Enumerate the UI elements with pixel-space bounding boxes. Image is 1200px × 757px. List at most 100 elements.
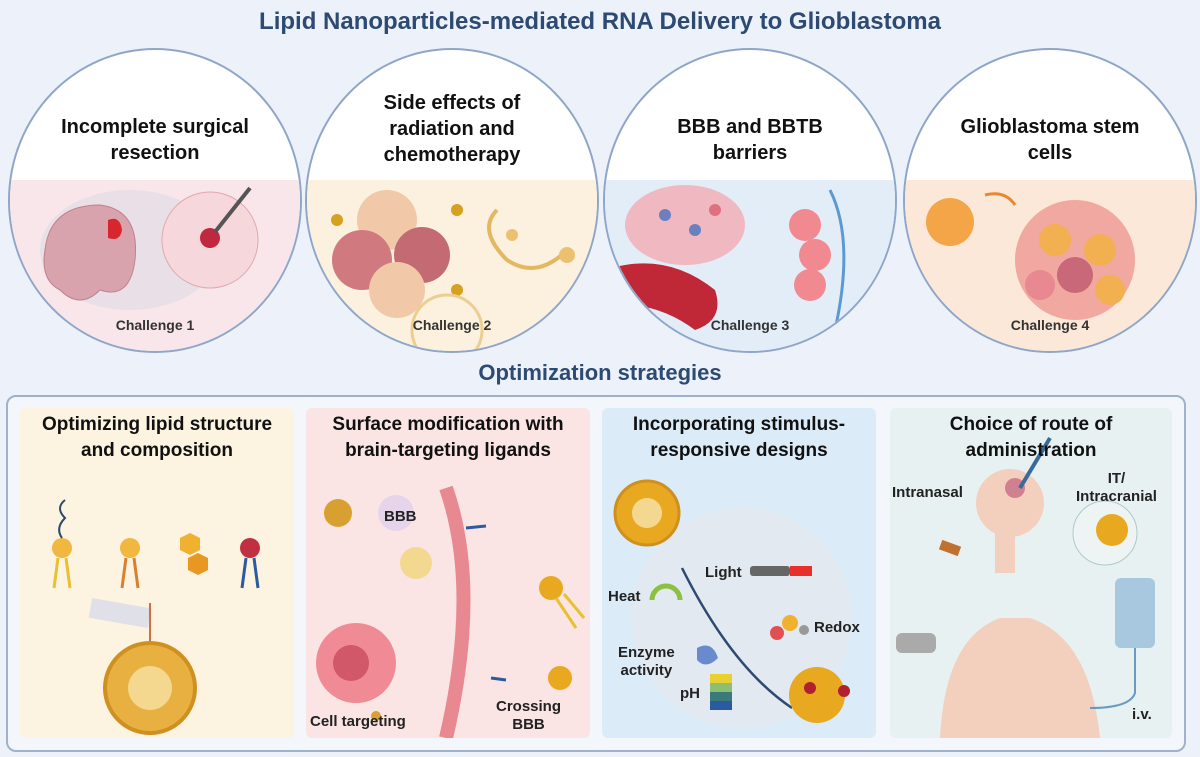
redox-label: Redox bbox=[814, 619, 860, 636]
challenge-1-label: Challenge 1 bbox=[115, 317, 195, 333]
ph-label: pH bbox=[680, 685, 700, 702]
label-line: IT/ bbox=[1107, 470, 1126, 487]
title-line: radiation and bbox=[389, 118, 515, 140]
cell-icon bbox=[799, 239, 831, 271]
cell-icon bbox=[789, 209, 821, 241]
enzyme-activity-label: Enzyme activity bbox=[618, 644, 675, 680]
receptor-icon bbox=[465, 524, 507, 682]
label-line: Intracranial bbox=[1076, 488, 1157, 505]
vesicle-icon bbox=[487, 208, 569, 270]
background-lnp-icon bbox=[632, 508, 852, 728]
cell-icon bbox=[369, 262, 425, 318]
lnp-icon bbox=[324, 499, 352, 527]
peg-chain-icon bbox=[58, 499, 67, 539]
radiation-icon bbox=[331, 214, 343, 226]
microfluidic-chip-icon bbox=[88, 597, 152, 629]
cell-targeting-label: Cell targeting bbox=[310, 713, 406, 730]
stimulus-illustration bbox=[613, 479, 852, 728]
ph-strip-icon bbox=[710, 692, 732, 701]
label-line: Enzyme bbox=[618, 644, 675, 661]
lipid-tail-icon bbox=[120, 557, 140, 589]
label-line: BBB bbox=[512, 716, 545, 733]
strategy-lipid-title: Optimizing lipid structure and compositi… bbox=[20, 412, 294, 464]
blood-vessel-icon bbox=[605, 263, 718, 330]
nucleus-icon bbox=[333, 645, 369, 681]
label-line: Crossing bbox=[496, 698, 562, 715]
helper-lipid-icon bbox=[240, 538, 260, 558]
glutathione-icon bbox=[770, 626, 784, 640]
strategies-heading: Optimization strategies bbox=[478, 360, 722, 385]
bbb-label: BBB bbox=[384, 508, 417, 525]
lipid-icon bbox=[120, 538, 140, 558]
lnp-icon bbox=[539, 576, 563, 600]
payload-icon bbox=[838, 685, 850, 697]
label-line: activity bbox=[620, 662, 673, 679]
strategy-surface-title: Surface modification with brain-targetin… bbox=[306, 412, 590, 464]
title-line: Incomplete surgical bbox=[61, 116, 249, 138]
ph-strip-icon bbox=[710, 683, 732, 692]
laser-icon bbox=[750, 566, 790, 576]
challenge-4-label: Challenge 4 bbox=[1010, 317, 1090, 333]
radiation-icon bbox=[451, 284, 463, 296]
ph-strip-icon bbox=[710, 701, 732, 710]
challenge-4-title: Glioblastoma stem cells bbox=[905, 114, 1195, 166]
title-line: resection bbox=[110, 142, 200, 164]
tumor-icon bbox=[108, 218, 122, 239]
challenge-1-title: Incomplete surgical resection bbox=[10, 114, 300, 166]
stem-cells-illustration bbox=[926, 192, 1135, 320]
lnp-core-icon bbox=[632, 498, 662, 528]
stem-cell-icon bbox=[926, 198, 974, 246]
tumor-mass-icon bbox=[625, 185, 745, 265]
lipid-tail-icon bbox=[240, 557, 260, 589]
radiation-icon bbox=[451, 204, 463, 216]
iv-label: i.v. bbox=[1132, 706, 1152, 723]
iv-line-icon bbox=[1089, 648, 1136, 709]
route-illustration bbox=[896, 436, 1155, 738]
enzyme-icon bbox=[697, 645, 718, 665]
lnp-icon bbox=[400, 547, 432, 579]
title-line: Incorporating stimulus- bbox=[632, 414, 846, 435]
lipid-icon bbox=[52, 538, 72, 558]
arrow-icon bbox=[680, 567, 793, 710]
particle-icon bbox=[559, 247, 575, 263]
title-line: barriers bbox=[712, 142, 788, 164]
nasal-spray-icon bbox=[938, 539, 962, 557]
title-line: Glioblastoma stem bbox=[960, 116, 1140, 138]
title-line: cells bbox=[1027, 142, 1073, 164]
strategy-stimulus-panel: Incorporating stimulus- responsive desig… bbox=[602, 408, 876, 738]
barrier-illustration bbox=[605, 185, 846, 331]
strategy-route-title: Choice of route of administration bbox=[890, 412, 1172, 464]
lipid-tail-icon bbox=[52, 557, 72, 589]
lipid-structure-illustration bbox=[52, 499, 260, 735]
cell-icon bbox=[794, 269, 826, 301]
iv-bag-icon bbox=[1115, 578, 1155, 648]
arrow-icon bbox=[984, 192, 1017, 206]
challenge-3-label: Challenge 3 bbox=[710, 317, 790, 333]
tumor-site-icon bbox=[1005, 478, 1025, 498]
heat-label: Heat bbox=[608, 588, 641, 605]
head-icon bbox=[976, 469, 1044, 537]
cell-icon bbox=[1039, 224, 1071, 256]
figure-title: Lipid Nanoparticles-mediated RNA Deliver… bbox=[259, 8, 941, 35]
title-line: chemotherapy bbox=[383, 144, 521, 166]
challenge-3-circle: BBB and BBTB barriers Challenge 3 bbox=[603, 48, 897, 353]
brain-tumor-illustration bbox=[40, 186, 259, 310]
title-line: Choice of route of bbox=[949, 414, 1113, 435]
lnp-icon bbox=[1096, 514, 1128, 546]
laser-beam-icon bbox=[790, 566, 812, 576]
lnp-core-icon bbox=[128, 666, 172, 710]
lnp-icon bbox=[371, 711, 381, 721]
intranasal-label: Intranasal bbox=[892, 484, 963, 501]
cell-icon bbox=[1025, 270, 1055, 300]
cell-icon bbox=[1095, 275, 1125, 305]
strategy-lipid-panel: Optimizing lipid structure and compositi… bbox=[20, 408, 294, 738]
neck-icon bbox=[995, 533, 1015, 573]
syringe-icon bbox=[1018, 436, 1052, 490]
challenge-2-circle: Side effects of radiation and chemothera… bbox=[305, 48, 599, 353]
challenge-2-title: Side effects of radiation and chemothera… bbox=[307, 90, 597, 168]
title-line: responsive designs bbox=[650, 440, 828, 461]
title-line: Optimizing lipid structure bbox=[41, 414, 273, 435]
cell-icon bbox=[1084, 234, 1116, 266]
thermometer-gauge-icon bbox=[649, 583, 683, 601]
cell-icon bbox=[659, 209, 671, 221]
